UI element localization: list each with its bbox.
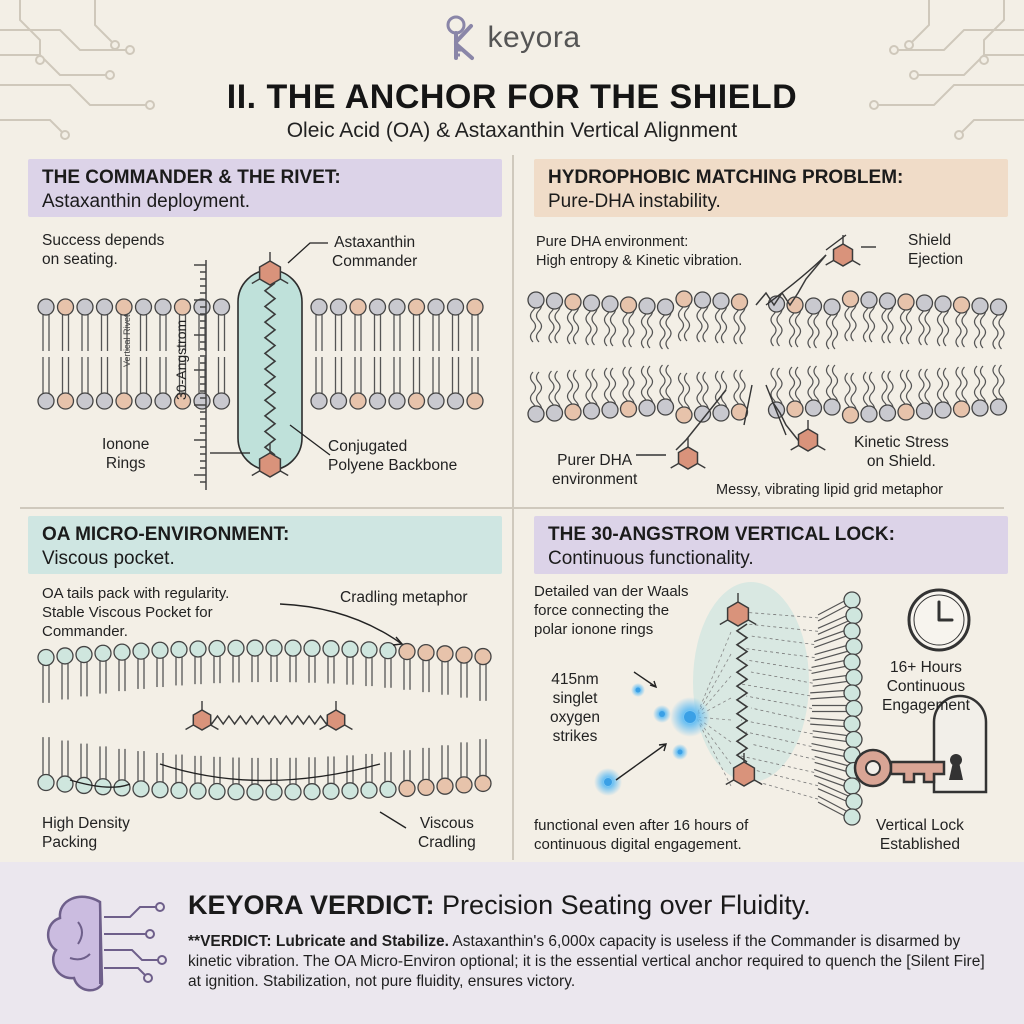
label-messy-grid: Messy, vibrating lipid grid metaphor: [716, 482, 943, 498]
label-functional: functional even after 16 hours of contin…: [534, 817, 749, 853]
key-k-logo-icon: [446, 15, 475, 60]
verdict-body: **VERDICT: Lubricate and Stabilize. Asta…: [188, 932, 988, 992]
ionone-ring-right: [319, 701, 353, 731]
panel-oa-subtitle: Viscous pocket.: [42, 548, 175, 569]
singlet-oxygen-particles: [594, 683, 710, 796]
verdict-body-rest: Astaxanthin's 6,000x capacity is useless…: [188, 933, 985, 990]
panel-oa-environment: OA MICRO-ENVIRONMENT: Viscous pocket. OA…: [10, 512, 510, 852]
label-16-hours: 16+ Hours Continuous Engagement: [882, 659, 970, 714]
ionone-ring-bottom: [251, 444, 289, 478]
circuit-decoration-right: [869, 0, 1024, 140]
lipid-bilayer-wavy: [527, 290, 1008, 424]
circuit-decoration-left: [0, 0, 155, 140]
label-conjugated-backbone: Conjugated Polyene Backbone: [328, 438, 458, 474]
panel-vertical-lock: THE 30-ANGSTROM VERTICAL LOCK: Continuou…: [516, 512, 1016, 853]
panel-hydrophobic-header: HYDROPHOBIC MATCHING PROBLEM: Pure-DHA i…: [534, 159, 1008, 217]
page-subtitle: Oleic Acid (OA) & Astaxanthin Vertical A…: [286, 119, 738, 142]
label-oa-pack: OA tails pack with regularity. Stable Vi…: [42, 585, 230, 640]
ionone-ring-top: [719, 593, 757, 627]
oa-pocket-diagram: [37, 603, 492, 829]
label-ionone-rings: Ionone Rings: [102, 436, 150, 472]
panel-hydrophobic-title: HYDROPHOBIC MATCHING PROBLEM:: [548, 167, 904, 188]
brand-name: keyora: [487, 21, 581, 54]
label-kinetic-stress: Kinetic Stress on Shield.: [854, 434, 949, 470]
shield-ejected-ring: [825, 235, 861, 267]
label-cradling-metaphor: Cradling metaphor: [340, 589, 468, 606]
ionone-ring-top: [251, 252, 289, 286]
lipid-bilayer-curved: [37, 639, 492, 801]
commander-membrane-diagram: [37, 242, 484, 490]
astaxanthin-horizontal: [205, 714, 333, 726]
label-vertical-rivet: Vertical Rivet: [122, 314, 132, 367]
brand-header: keyora: [0, 14, 1024, 62]
label-shield-ejection: Shield Ejection: [908, 232, 964, 268]
panel-commander-title: THE COMMANDER & THE RIVET:: [42, 167, 341, 188]
verdict-body-bold: **VERDICT: Lubricate and Stabilize.: [188, 933, 449, 950]
brain-circuit-icon: [47, 895, 167, 992]
lipid-fan: [810, 591, 863, 826]
panel-divider-horizontal: [20, 507, 1004, 509]
label-singlet-oxygen: 415nm singlet oxygen strikes: [550, 671, 600, 745]
ruler: [194, 260, 207, 490]
vertical-lock-diagram: [594, 582, 988, 826]
panel-lock-title: THE 30-ANGSTROM VERTICAL LOCK:: [548, 524, 895, 545]
clock-icon: [907, 588, 971, 652]
lipid-bilayer-straight: [37, 298, 484, 410]
shield-lower-ring: [670, 438, 706, 470]
label-purer-dha: Purer DHA environment: [552, 452, 638, 488]
label-pure-dha-environment: Pure DHA environment: High entropy & Kin…: [536, 234, 743, 269]
panel-commander-header: THE COMMANDER & THE RIVET: Astaxanthin d…: [28, 159, 502, 217]
panel-lock-header: THE 30-ANGSTROM VERTICAL LOCK: Continuou…: [534, 516, 1008, 574]
cradle-capsule: [237, 269, 303, 471]
ionone-ring-bottom: [725, 753, 763, 787]
label-vertical-lock-established: Vertical Lock Established: [876, 817, 964, 853]
ionone-ring-left: [185, 701, 219, 731]
astaxanthin-vertical: [735, 623, 749, 763]
label-viscous-cradling: Viscous Cradling: [418, 815, 476, 851]
panel-hydrophobic: HYDROPHOBIC MATCHING PROBLEM: Pure-DHA i…: [516, 155, 1016, 498]
verdict-title: KEYORA VERDICT: Precision Seating over F…: [188, 890, 811, 921]
panel-commander-subtitle: Astaxanthin deployment.: [42, 191, 251, 212]
label-30-angstrom: 30-Angstrom: [173, 319, 189, 400]
panel-hydrophobic-subtitle: Pure-DHA instability.: [548, 191, 721, 212]
polyene-backbone: [263, 282, 277, 456]
key-lock-icon: [853, 694, 988, 794]
panel-oa-header: OA MICRO-ENVIRONMENT: Viscous pocket.: [28, 516, 502, 574]
verdict-section: [0, 862, 1024, 1024]
panel-lock-subtitle: Continuous functionality.: [548, 548, 754, 569]
label-astaxanthin-commander: Astaxanthin Commander: [332, 234, 418, 270]
verdict-title-bold: KEYORA VERDICT:: [188, 890, 435, 920]
page-title: II. THE ANCHOR FOR THE SHIELD: [226, 78, 798, 116]
panel-commander: THE COMMANDER & THE RIVET: Astaxanthin d…: [10, 155, 510, 495]
dha-messy-membrane-diagram: [527, 234, 1008, 470]
shield-stressed-ring: [790, 420, 826, 452]
verdict-title-rest: Precision Seating over Fluidity.: [442, 890, 811, 920]
label-success: Success depends on seating.: [42, 232, 165, 268]
panel-oa-title: OA MICRO-ENVIRONMENT:: [42, 524, 290, 545]
label-van-der-waals: Detailed van der Waals force connecting …: [534, 583, 689, 638]
label-high-density: High Density Packing: [42, 815, 130, 851]
